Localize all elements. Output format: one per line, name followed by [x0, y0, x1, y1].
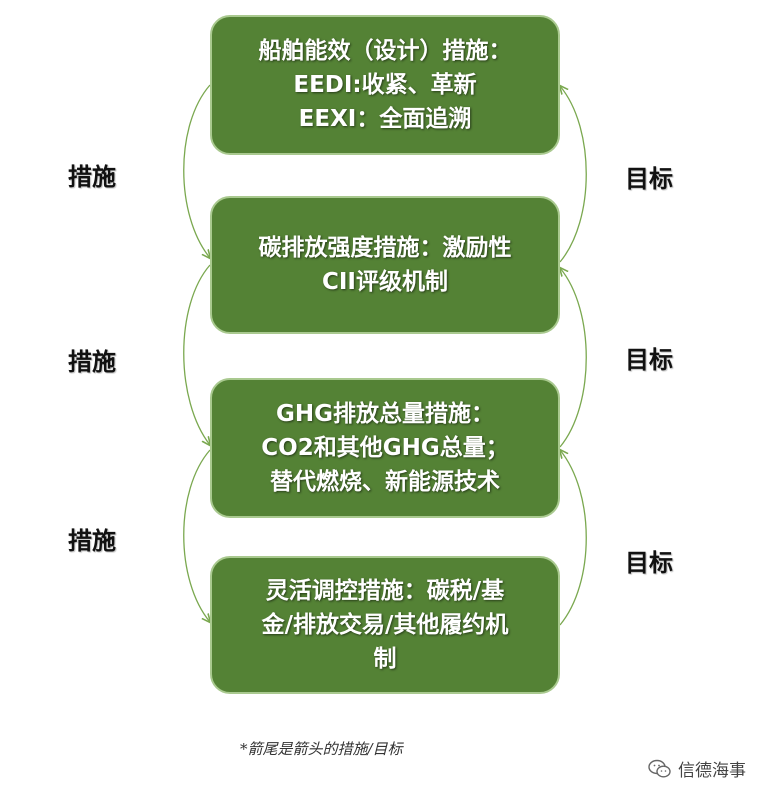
watermark: 信德海事: [648, 756, 746, 781]
goal-arrow-3: [560, 450, 587, 626]
box-3-line-1: GHG排放总量措施：: [275, 401, 494, 427]
box-1-line-2: EEDI:收紧、革新: [293, 72, 477, 98]
goal-arrow-2: [560, 268, 587, 448]
measure-label-3: 措施: [68, 527, 116, 555]
box-1-line-3: EEXI：全面追溯: [298, 106, 472, 132]
wechat-icon: [648, 759, 671, 778]
measure-arrow-2: [183, 264, 210, 445]
footnote: *箭尾是箭头的措施/目标: [240, 740, 403, 758]
box-4-line-1: 灵活调控措施：碳税/基: [265, 578, 505, 604]
box-2-line-2: CII评级机制: [322, 269, 448, 295]
goal-label-1: 目标: [625, 165, 673, 193]
box-4-line-2: 金/排放交易/其他履约机: [261, 612, 509, 638]
goal-label-2: 目标: [625, 346, 673, 374]
measure-label-1: 措施: [68, 163, 116, 191]
box-3-line-3: 替代燃烧、新能源技术: [270, 469, 500, 495]
box-3-line-2: CO2和其他GHG总量；: [261, 435, 509, 461]
box-ghg-total-emissions: GHG排放总量措施： CO2和其他GHG总量； 替代燃烧、新能源技术: [210, 378, 560, 518]
box-1-line-1: 船舶能效（设计）措施：: [258, 38, 512, 64]
goal-label-3: 目标: [625, 549, 673, 577]
box-2-line-1: 碳排放强度措施：激励性: [258, 235, 512, 261]
measure-arrow-1: [183, 84, 210, 258]
box-flexible-regulation: 灵活调控措施：碳税/基 金/排放交易/其他履约机 制: [210, 556, 560, 694]
box-4-line-3: 制: [373, 646, 397, 672]
watermark-text: 信德海事: [678, 761, 746, 781]
goal-arrow-1: [560, 86, 587, 263]
measure-arrow-3: [183, 449, 210, 622]
box-ship-energy-efficiency: 船舶能效（设计）措施： EEDI:收紧、革新 EEXI：全面追溯: [210, 15, 560, 155]
measure-label-2: 措施: [68, 348, 116, 376]
box-carbon-intensity: 碳排放强度措施：激励性 CII评级机制: [210, 196, 560, 334]
